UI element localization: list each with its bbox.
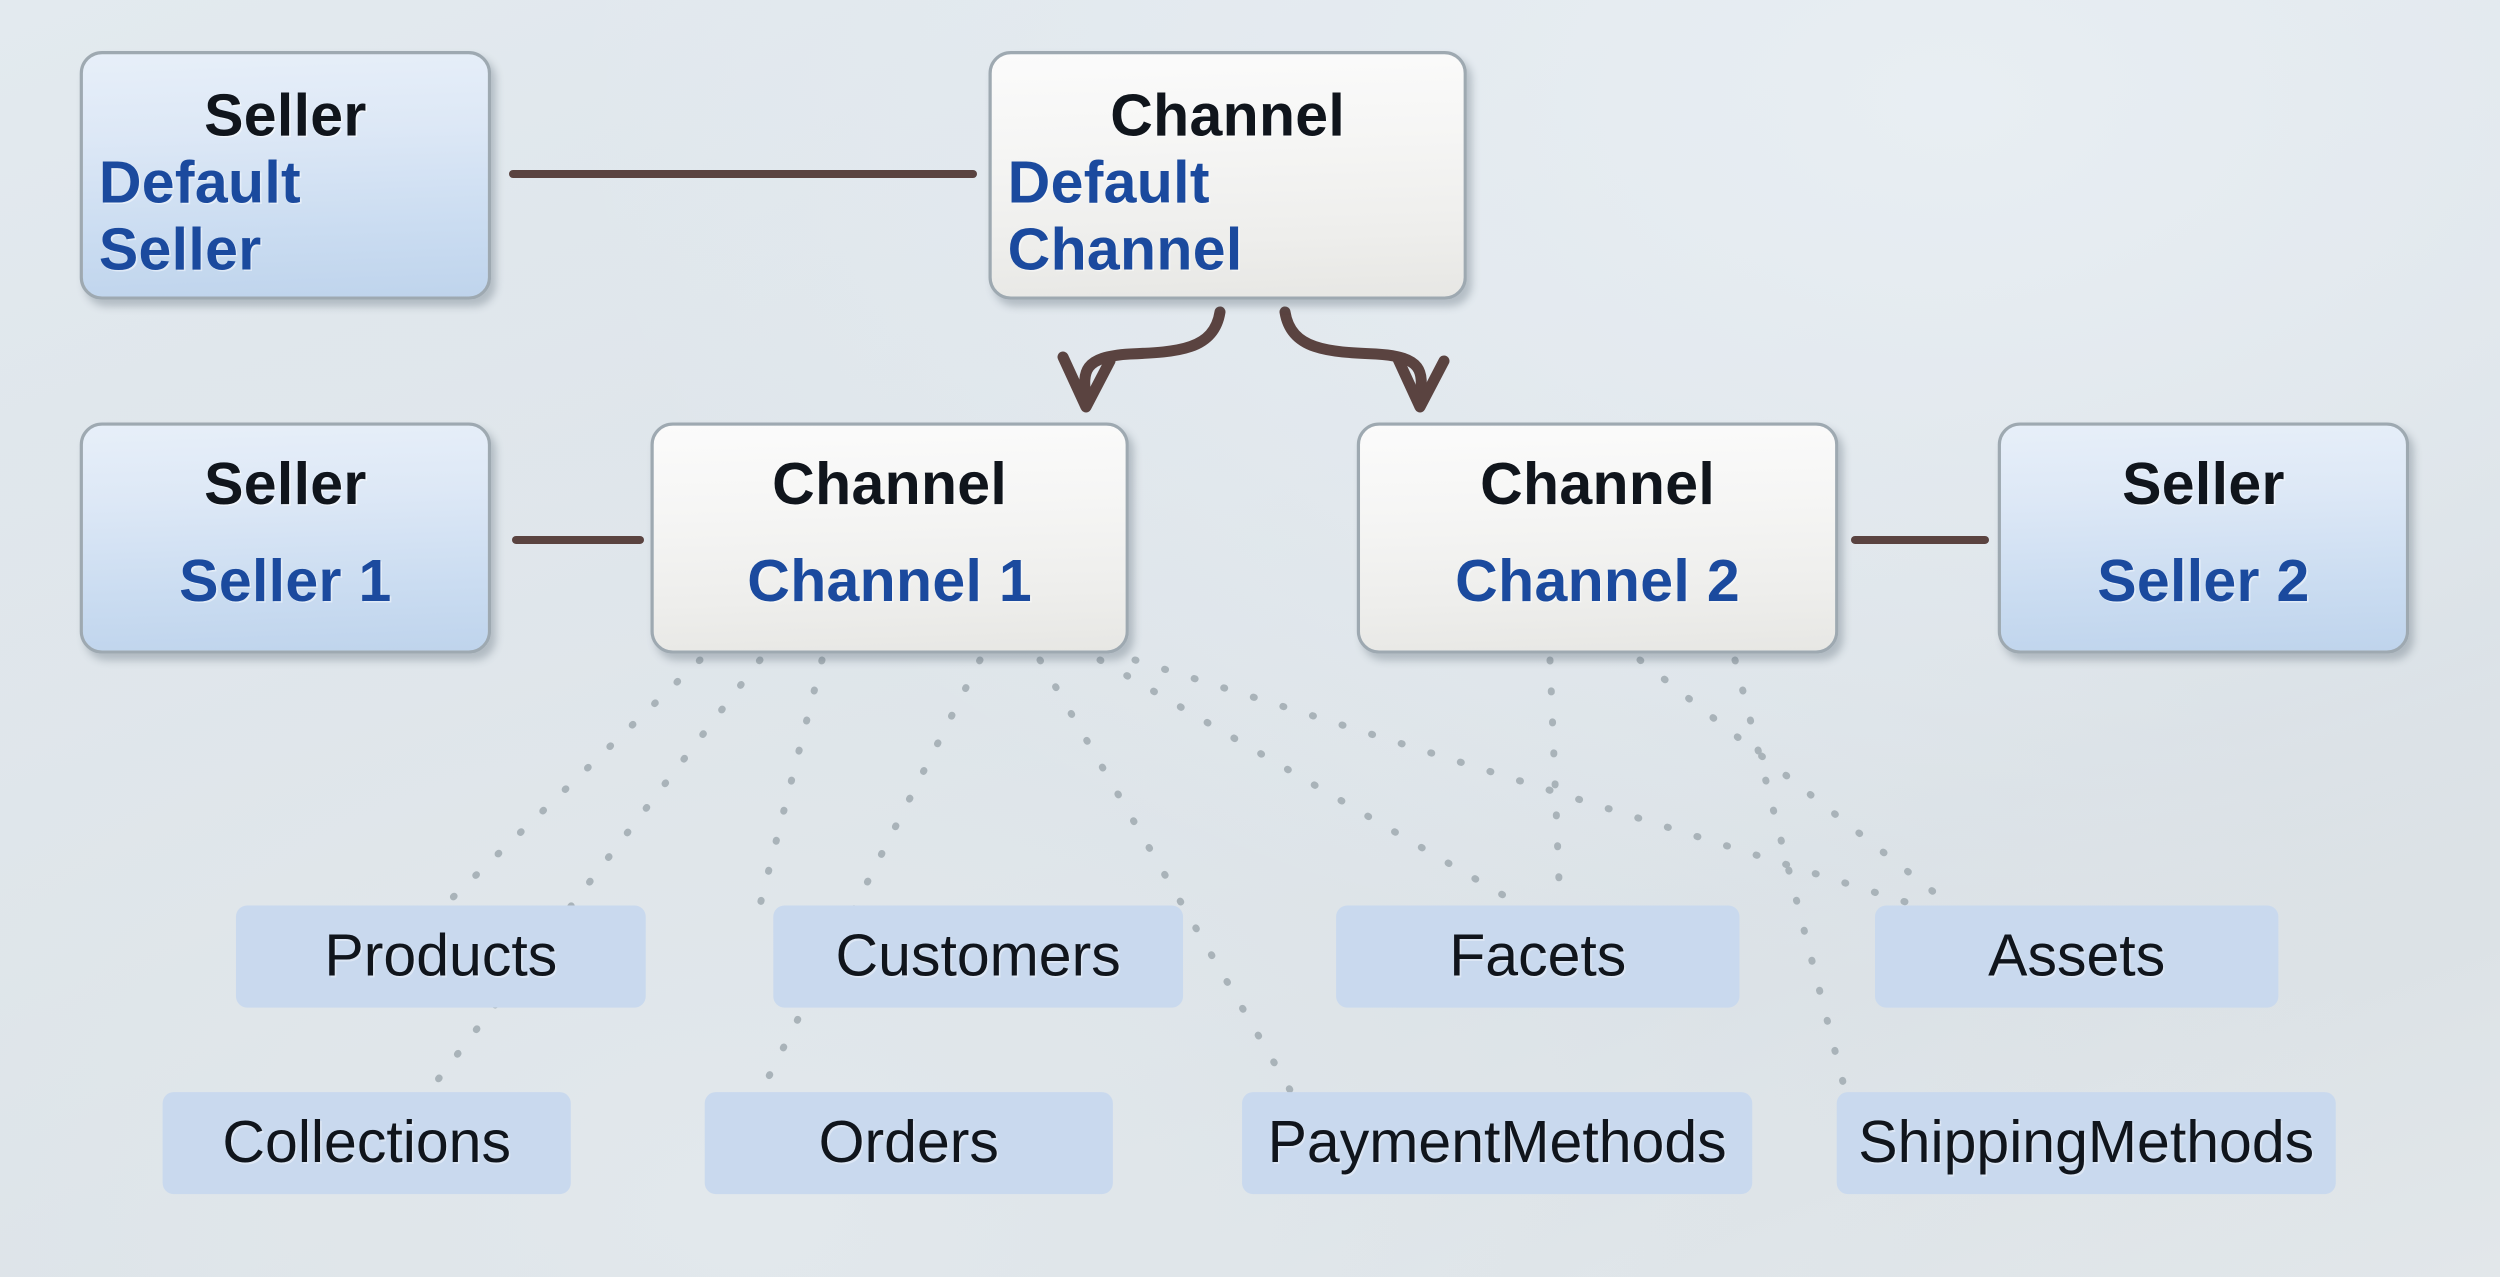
- node-type-label: Seller: [204, 451, 367, 517]
- dotted-links: [426, 656, 1954, 1094]
- node-name-label: Default Seller: [98, 149, 302, 283]
- leaf-products[interactable]: Products: [235, 905, 646, 1008]
- leaf-label: Collections: [222, 1109, 511, 1175]
- node-channel-1[interactable]: Channel Channel 1: [650, 422, 1129, 654]
- node-name-label: Seller 1: [179, 548, 392, 614]
- node-channel-2[interactable]: Channel Channel 2: [1356, 422, 1839, 654]
- node-type-label: Channel: [772, 451, 1008, 517]
- node-seller-2[interactable]: Seller Seller 2: [1997, 422, 2410, 654]
- leaf-paymentmethods[interactable]: PaymentMethods: [1242, 1092, 1753, 1195]
- leaf-label: Products: [324, 923, 558, 989]
- dotted-channel2-shippingmethods: [1731, 656, 1849, 1094]
- leaf-label: Customers: [835, 923, 1121, 989]
- arrow-default-channel-to-channel1-head: [1057, 351, 1116, 413]
- node-name-label: Seller 2: [2097, 548, 2310, 614]
- arrow-default-channel-to-channel2-head: [1391, 351, 1450, 413]
- dotted-channel1-facets: [1096, 656, 1524, 909]
- leaf-assets[interactable]: Assets: [1875, 905, 2279, 1008]
- node-default-channel[interactable]: Channel Default Channel: [988, 51, 1467, 300]
- node-name-label: Channel 2: [1455, 548, 1740, 614]
- dotted-channel2-assets: [1636, 656, 1954, 909]
- leaf-customers[interactable]: Customers: [773, 905, 1184, 1008]
- leaf-label: PaymentMethods: [1267, 1109, 1727, 1175]
- dotted-channel2-facets: [1546, 656, 1564, 909]
- node-default-seller[interactable]: Seller Default Seller: [79, 51, 492, 300]
- node-type-label: Channel: [1110, 82, 1346, 149]
- dotted-channel1-paymentmethods: [1036, 656, 1294, 1094]
- node-seller-1[interactable]: Seller Seller 1: [79, 422, 492, 654]
- node-type-label: Seller: [2122, 451, 2285, 517]
- leaf-shippingmethods[interactable]: ShippingMethods: [1836, 1092, 2336, 1195]
- arrow-default-channel-to-channel1: [1079, 306, 1226, 408]
- node-type-label: Channel: [1480, 451, 1716, 517]
- leaf-label: Assets: [1988, 923, 2166, 989]
- dotted-channel1-products: [441, 656, 704, 909]
- leaf-facets[interactable]: Facets: [1336, 905, 1740, 1008]
- arrow-default-channel-to-channel2: [1279, 306, 1427, 408]
- dotted-channel1-assets: [1131, 656, 1919, 909]
- dotted-channel1-collections: [426, 656, 764, 1094]
- leaf-label: Facets: [1449, 923, 1627, 989]
- dotted-channel1-customers: [756, 656, 826, 909]
- leaf-label: Orders: [818, 1109, 999, 1175]
- node-name-label: Channel 1: [747, 548, 1033, 614]
- leaf-collections[interactable]: Collections: [162, 1092, 571, 1195]
- dotted-channel1-orders: [758, 656, 984, 1094]
- node-type-label: Seller: [204, 82, 367, 149]
- leaf-label: ShippingMethods: [1858, 1109, 2315, 1175]
- node-name-label: Default Channel: [1007, 149, 1243, 283]
- leaf-orders[interactable]: Orders: [704, 1092, 1113, 1195]
- arrow-links: [1057, 306, 1450, 413]
